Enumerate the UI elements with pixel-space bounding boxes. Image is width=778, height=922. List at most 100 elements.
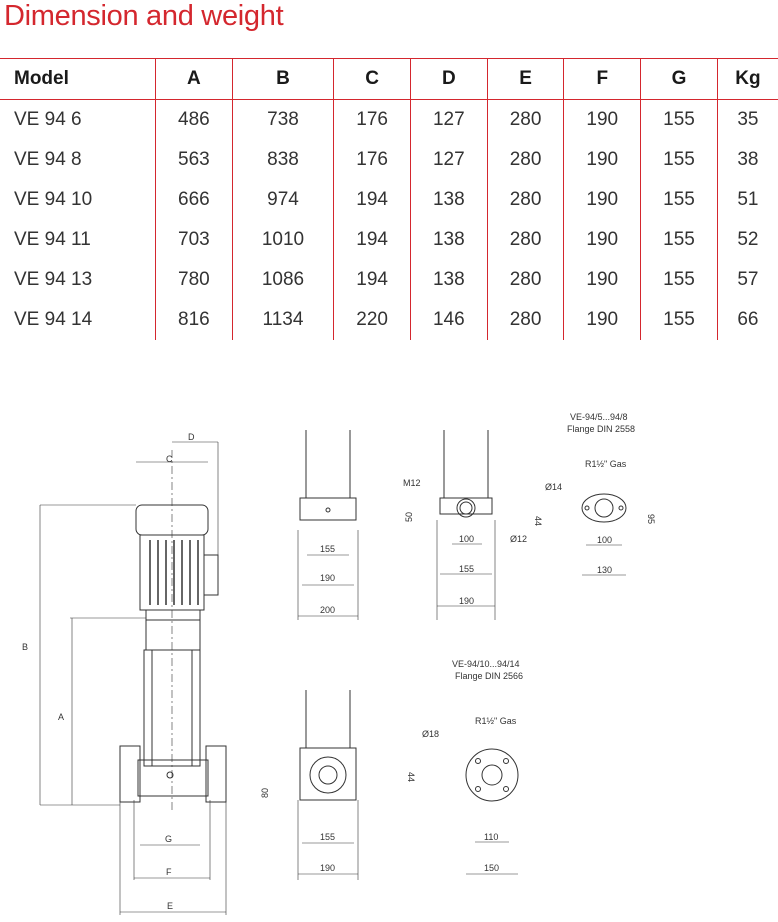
- cell-d: 127: [409, 99, 488, 140]
- dim-label-b: B: [22, 642, 28, 652]
- cell-model: VE 94 10: [14, 189, 93, 210]
- dim-150: 150: [484, 863, 499, 873]
- col-header: C: [333, 58, 411, 100]
- cell-g: 155: [640, 220, 718, 260]
- dim-200: 200: [320, 605, 335, 615]
- flange1-subtitle: Flange DIN 2558: [567, 424, 635, 434]
- dim-label-d: D: [188, 432, 195, 442]
- label-m12: M12: [403, 478, 421, 488]
- cell-c: 220: [333, 300, 411, 340]
- cell-a: 816: [155, 300, 233, 340]
- dim-155: 155: [320, 832, 335, 842]
- cell-g: 155: [640, 99, 718, 140]
- cell-a: 486: [155, 99, 233, 140]
- cell-b: 1010: [231, 220, 334, 260]
- cell-b: 838: [231, 140, 334, 180]
- flange2-title: VE-94/10...94/14: [452, 659, 520, 669]
- dim-label-c: C: [166, 454, 173, 464]
- label-d12: Ø12: [510, 534, 527, 544]
- dim-155: 155: [459, 564, 474, 574]
- cell-kg: 35: [716, 99, 778, 140]
- cell-d: 127: [409, 140, 488, 180]
- dim-label-e: E: [167, 901, 173, 911]
- cell-g: 155: [640, 180, 718, 220]
- cell-model: VE 94 14: [14, 309, 93, 330]
- cell-kg: 38: [716, 140, 778, 180]
- cell-f: 190: [563, 300, 641, 340]
- cell-d: 138: [409, 220, 488, 260]
- dim-80: 80: [260, 788, 270, 798]
- cell-e: 280: [486, 300, 564, 340]
- flange1-thread: R1½" Gas: [585, 459, 627, 469]
- cell-a: 666: [155, 180, 233, 220]
- cell-f: 190: [563, 180, 641, 220]
- cell-f: 190: [563, 140, 641, 180]
- col-header: A: [155, 58, 233, 100]
- cell-d: 138: [409, 180, 488, 220]
- cell-b: 1086: [231, 260, 334, 300]
- dim-100: 100: [459, 534, 474, 544]
- cell-e: 280: [486, 140, 564, 180]
- cell-model: VE 94 13: [14, 269, 93, 290]
- flange2-thread: R1½" Gas: [475, 716, 517, 726]
- cell-kg: 57: [716, 260, 778, 300]
- dim-label-a: A: [58, 712, 64, 722]
- cell-model: VE 94 8: [14, 149, 82, 170]
- technical-drawings: B A C D G F E 155 190 200 M12 50 44 Ø12 …: [22, 412, 656, 915]
- cell-b: 1134: [231, 300, 334, 340]
- cell-d: 138: [409, 260, 488, 300]
- dim-label-g: G: [165, 834, 172, 844]
- col-header: Model: [0, 58, 156, 100]
- cell-e: 280: [486, 180, 564, 220]
- base-front-view-large: 80 44 155 190: [260, 690, 416, 880]
- dim-190: 190: [320, 573, 335, 583]
- cell-c: 194: [333, 180, 411, 220]
- cell-c: 176: [333, 140, 411, 180]
- base-front-view-small: M12 50 44 Ø12 100 155 190: [403, 430, 543, 620]
- cell-g: 155: [640, 140, 718, 180]
- col-header: E: [486, 58, 564, 100]
- cell-a: 780: [155, 260, 233, 300]
- label-d14: Ø14: [545, 482, 562, 492]
- dim-44: 44: [406, 772, 416, 782]
- cell-f: 190: [563, 220, 641, 260]
- cell-model: VE 94 6: [14, 109, 82, 130]
- cell-d: 146: [409, 300, 488, 340]
- col-header: B: [231, 58, 334, 100]
- cell-kg: 66: [716, 300, 778, 340]
- col-header: G: [640, 58, 718, 100]
- dim-label-f: F: [166, 867, 172, 877]
- base-side-view: 155 190 200: [297, 430, 359, 620]
- cell-b: 974: [231, 180, 334, 220]
- dim-50: 50: [404, 512, 414, 522]
- flange-din-2558: VE-94/5...94/8 Flange DIN 2558 R1½" Gas …: [545, 412, 656, 576]
- col-header: D: [409, 58, 488, 100]
- cell-b: 738: [231, 99, 334, 140]
- label-d18: Ø18: [422, 729, 439, 739]
- dim-44: 44: [533, 516, 543, 526]
- col-header: F: [563, 58, 641, 100]
- cell-e: 280: [486, 99, 564, 140]
- cell-c: 194: [333, 220, 411, 260]
- dim-130: 130: [597, 565, 612, 575]
- cell-a: 703: [155, 220, 233, 260]
- cell-f: 190: [563, 99, 641, 140]
- dim-95: 95: [646, 514, 656, 524]
- dim-190: 190: [459, 596, 474, 606]
- dim-110: 110: [484, 832, 498, 842]
- cell-a: 563: [155, 140, 233, 180]
- page-title: Dimension and weight: [4, 0, 284, 32]
- cell-kg: 51: [716, 180, 778, 220]
- flange2-subtitle: Flange DIN 2566: [455, 671, 523, 681]
- flange-din-2566: VE-94/10...94/14 Flange DIN 2566 R1½" Ga…: [422, 659, 523, 875]
- dim-190: 190: [320, 863, 335, 873]
- cell-c: 194: [333, 260, 411, 300]
- flange1-title: VE-94/5...94/8: [570, 412, 628, 422]
